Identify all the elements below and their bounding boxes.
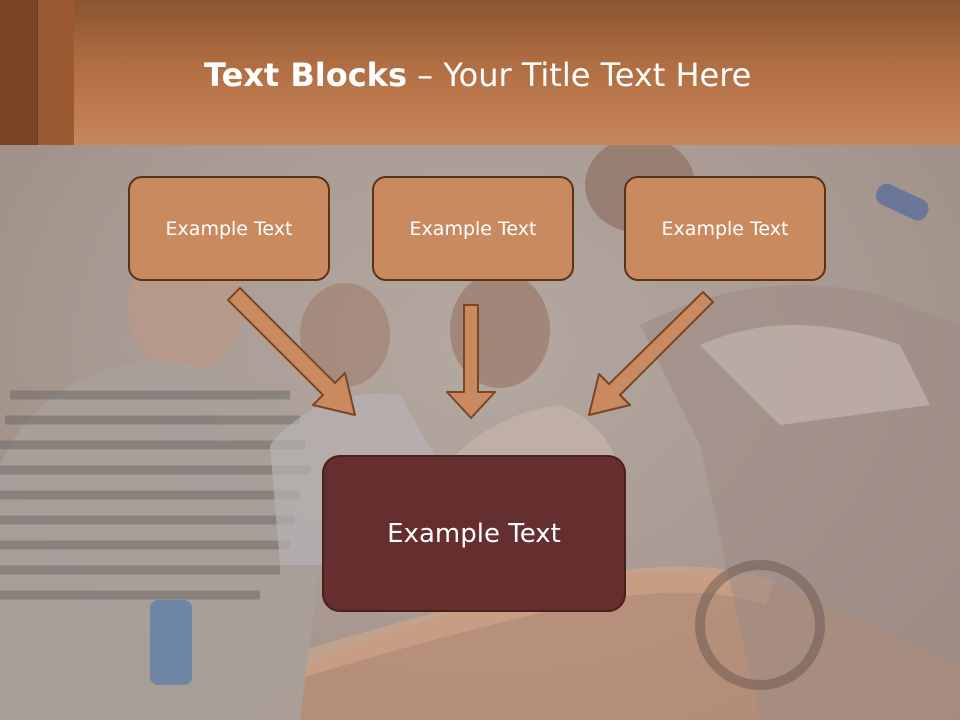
- slide-header: Text Blocks – Your Title Text Here: [0, 0, 960, 145]
- title-dash: –: [407, 56, 444, 94]
- title-rest: Your Title Text Here: [443, 56, 752, 94]
- header-accent-stripe-light: [38, 0, 74, 145]
- text-block-3[interactable]: Example Text: [624, 176, 826, 281]
- slide-title[interactable]: Text Blocks – Your Title Text Here: [204, 56, 751, 94]
- text-block-1[interactable]: Example Text: [128, 176, 330, 281]
- arrow-right: [588, 291, 714, 416]
- text-block-2[interactable]: Example Text: [372, 176, 574, 281]
- main-text-block[interactable]: Example Text: [322, 455, 626, 612]
- arrow-left: [227, 287, 356, 416]
- title-bold: Text Blocks: [204, 56, 407, 94]
- arrow-center: [446, 304, 496, 419]
- header-accent-stripe: [0, 0, 38, 145]
